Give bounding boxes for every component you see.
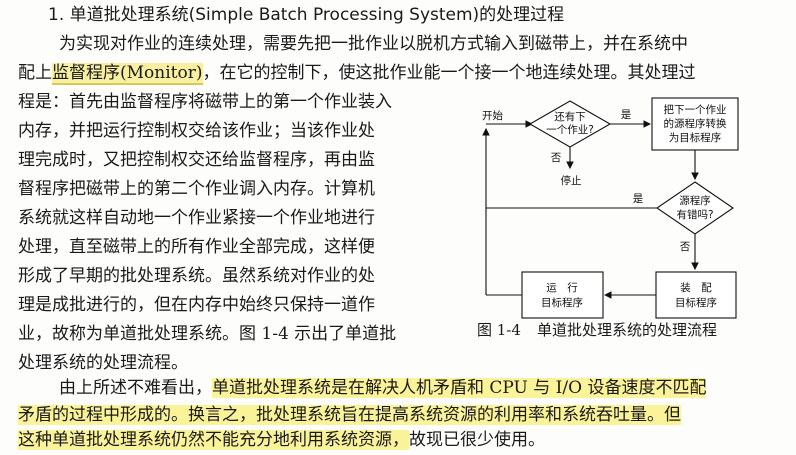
label-decision-1-line-2: 一个作业?: [546, 124, 594, 136]
flowchart-figure: 开始 还有下 一个作业? 是 否 停止 把下一个作业 的源程序转换 为目标程序 …: [460, 86, 796, 356]
box-assemble-target: [655, 271, 737, 319]
para1-line-9: 形成了早期的批处理系统。虽然系统对作业的处: [18, 266, 375, 286]
label-box-assemble-line-2: 目标程序: [675, 296, 717, 309]
label-yes-2: 是: [633, 193, 644, 205]
para2-line-1: 由上所述不难看出，单道批处理系统是在解决人机矛盾和 CPU 与 I/O 设备速度…: [59, 376, 707, 400]
label-yes-1: 是: [621, 109, 632, 121]
para1-line-6: 督程序把磁带上的第二个作业调入内存。计算机: [18, 179, 375, 199]
para1-line-5: 理完成时，又把控制权交还给监督程序，再由监: [18, 150, 375, 170]
para1-line-11: 业，故称为单道批处理系统。图 1-4 示出了单道批: [18, 324, 397, 344]
label-decision-2-line-1: 源程序: [679, 194, 711, 207]
para1-line-1: 为实现对作业的连续处理，需要先把一批作业以脱机方式输入到磁带上，并在系统中: [59, 34, 688, 54]
label-no-2: 否: [680, 241, 691, 253]
label-box-1-line-1: 把下一个作业: [664, 103, 727, 116]
para1-line-8: 处理，直至磁带上的所有作业全部完成，这样便: [18, 237, 375, 257]
box-convert-source: [651, 97, 739, 151]
figure-caption-text: 单道批处理系统的处理流程: [536, 321, 717, 339]
section-heading: 1. 单道批处理系统(Simple Batch Processing Syste…: [48, 5, 565, 25]
para2-line-2-highlight: 矛盾的过程中形成的。换言之，批处理系统旨在提高系统资源的利用率和系统吞吐量。但: [18, 405, 681, 425]
para1-line-7: 系统就这样自动地一个作业紧接一个作业地进行: [18, 208, 375, 228]
label-decision-2-line-2: 有错吗?: [676, 208, 713, 221]
highlighted-term-monitor: 监督程序(Monitor): [52, 63, 203, 85]
para2-line-3-post: 故现已很少使用。: [409, 430, 545, 450]
label-box-run-line-2: 目标程序: [541, 296, 583, 309]
label-decision-1-line-1: 还有下: [554, 110, 586, 123]
figure-caption-number: 图 1-4: [477, 321, 521, 339]
para1-line-2-pre: 配上: [18, 63, 52, 83]
label-stop: 停止: [561, 174, 582, 187]
label-start: 开始: [482, 109, 503, 122]
label-box-run-line-1: 运 行: [546, 281, 578, 294]
para2-line-2: 矛盾的过程中形成的。换言之，批处理系统旨在提高系统资源的利用率和系统吞吐量。但: [18, 403, 681, 427]
para2-line-3-highlight: 这种单道批处理系统仍然不能充分地利用系统资源，: [18, 430, 409, 450]
para1-line-2-post: ，在它的控制下，使这批作业能一个接一个地连续处理。其处理过: [202, 63, 696, 83]
para2-line-1-pre: 由上所述不难看出，: [59, 378, 212, 398]
box-run-target: [521, 271, 604, 319]
para2-line-3: 这种单道批处理系统仍然不能充分地利用系统资源，故现已很少使用。: [18, 428, 545, 452]
para1-line-12: 处理系统的处理流程。: [18, 353, 188, 373]
decision-source-error: [656, 181, 734, 235]
label-no-1: 否: [551, 152, 562, 164]
para2-line-1-highlight: 单道批处理系统是在解决人机矛盾和 CPU 与 I/O 设备速度不匹配: [212, 378, 707, 398]
label-box-1-line-3: 为目标程序: [669, 131, 722, 144]
para1-line-10: 理是成批进行的，但在内存中始终只保持一道作: [18, 295, 375, 315]
para1-line-4: 内存，并把运行控制权交给该作业；当该作业处: [18, 121, 375, 141]
para1-line-2: 配上监督程序(Monitor)，在它的控制下，使这批作业能一个接一个地连续处理。…: [18, 61, 696, 85]
flowchart-diagram: 开始 还有下 一个作业? 是 否 停止 把下一个作业 的源程序转换 为目标程序 …: [482, 97, 739, 319]
label-box-1-line-2: 的源程序转换: [664, 117, 727, 130]
label-box-assemble-line-1: 装 配: [680, 281, 712, 294]
para1-line-3: 程是：首先由监督程序将磁带上的第一个作业装入: [18, 92, 392, 112]
figure-caption: 图 1-4 单道批处理系统的处理流程: [477, 319, 717, 341]
